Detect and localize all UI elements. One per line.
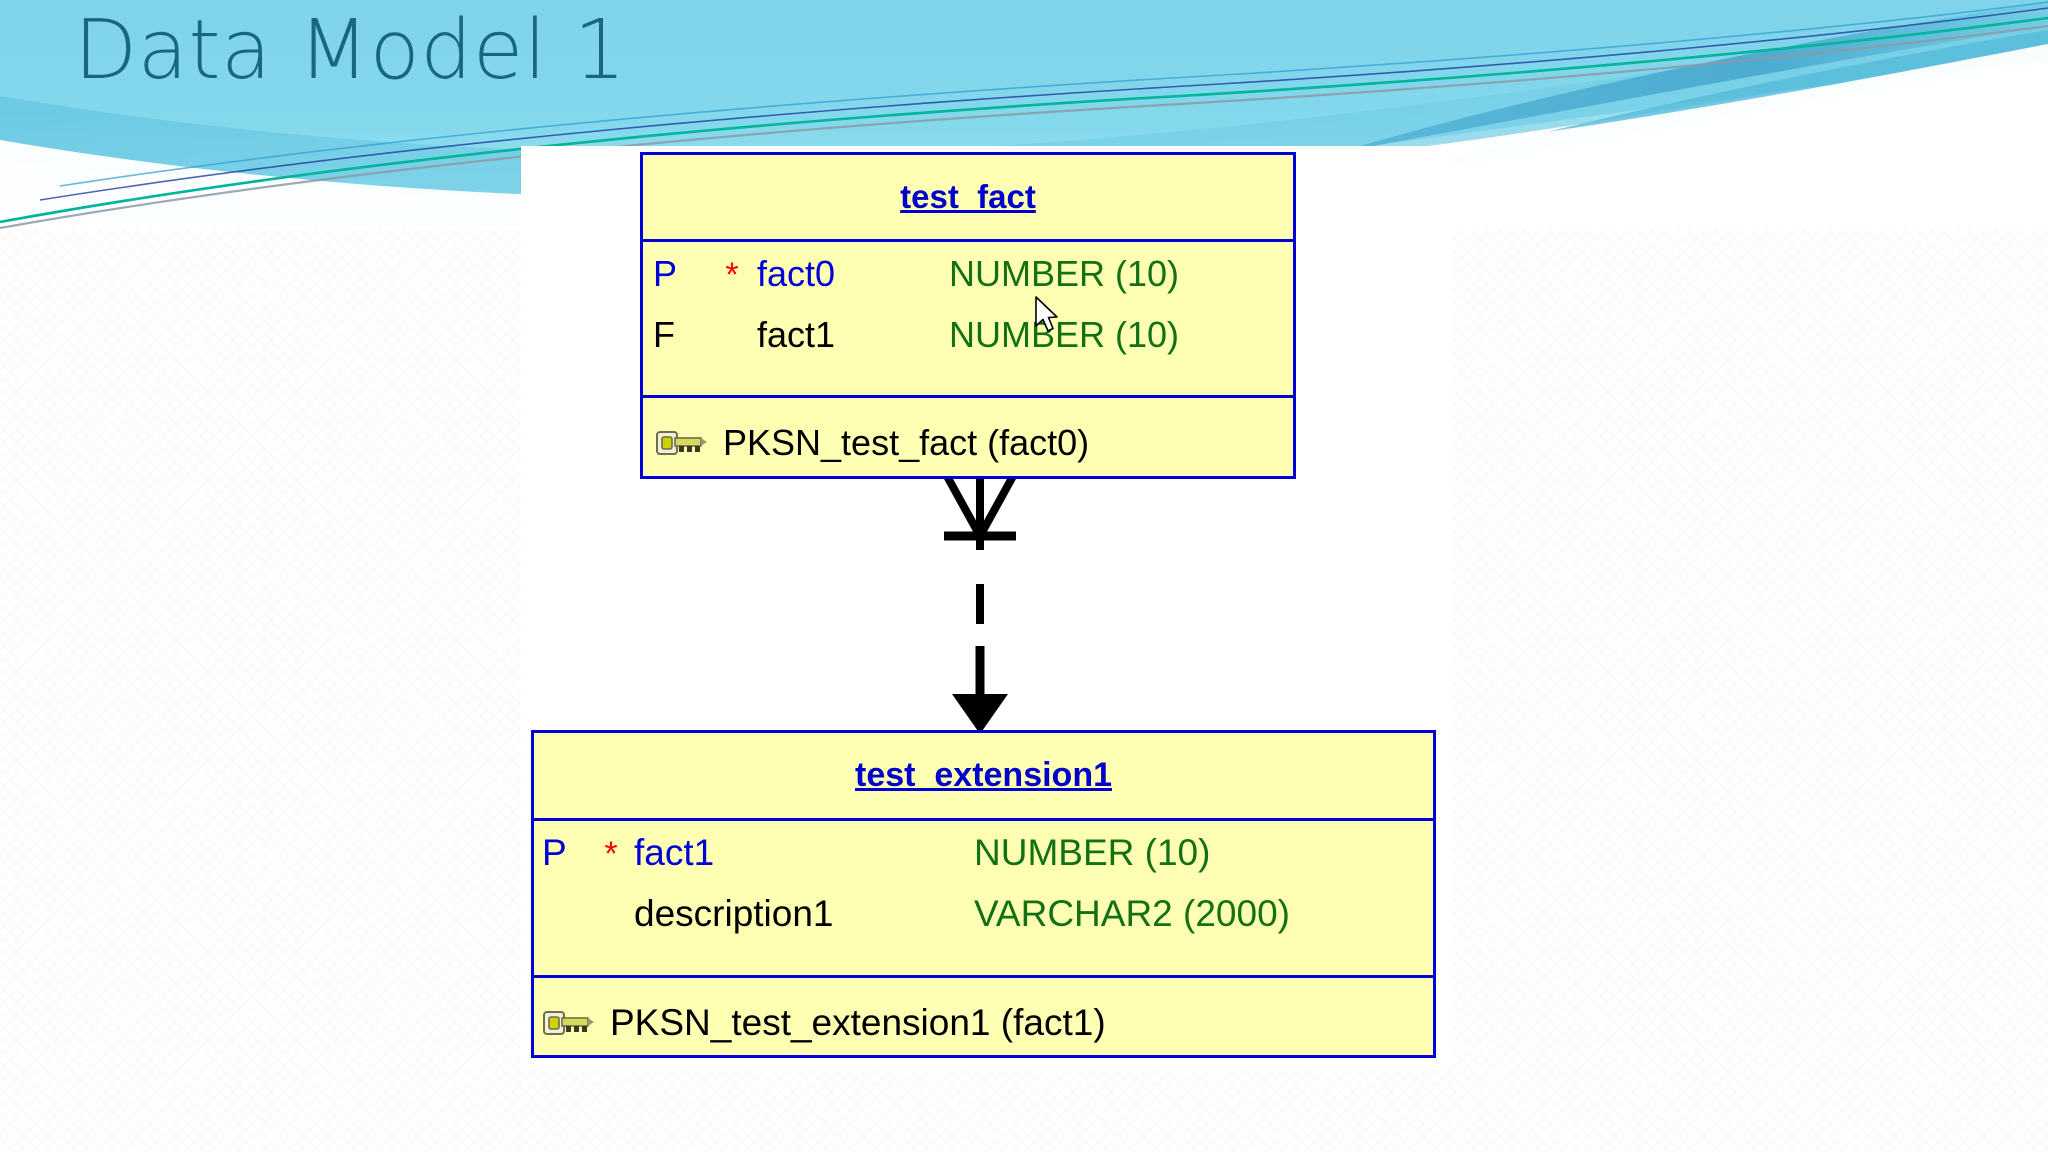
attribute-mandatory-marker: *: [604, 835, 618, 873]
attribute-key-flag: P: [542, 832, 567, 873]
entity-constraint-row[interactable]: PKSN_test_fact (fact0): [643, 398, 1293, 487]
entity-attribute-list: P * fact0 NUMBER (10) F fact1 NUMBER (10…: [643, 242, 1293, 395]
entity-title-test-fact: test_fact: [900, 178, 1036, 215]
page-title: Data Model 1: [74, 3, 627, 98]
attribute-key-flag: P: [653, 253, 678, 294]
key-icon: [542, 1006, 596, 1040]
entity-box-test-extension1[interactable]: test_extension1 P * fact1 NUMBER (10) de…: [531, 730, 1436, 1058]
key-icon: [655, 426, 709, 460]
entity-constraint-row[interactable]: PKSN_test_extension1 (fact1): [534, 978, 1433, 1067]
attribute-name: fact1: [634, 832, 715, 873]
entity-attribute-list: P * fact1 NUMBER (10) description1 VARCH…: [534, 821, 1433, 975]
entity-title-test-extension1: test_extension1: [855, 756, 1112, 794]
attribute-name: fact1: [757, 314, 836, 355]
attribute-datatype: NUMBER (10): [949, 253, 1180, 294]
attribute-datatype: NUMBER (10): [974, 832, 1211, 873]
attribute-datatype: NUMBER (10): [949, 314, 1180, 355]
attribute-row[interactable]: P * fact0 NUMBER (10): [643, 244, 1293, 305]
attribute-mandatory-marker: *: [725, 256, 739, 294]
attribute-datatype: VARCHAR2 (2000): [974, 893, 1290, 934]
attribute-row[interactable]: P * fact1 NUMBER (10): [534, 823, 1433, 884]
relationship-connector[interactable]: [900, 474, 1060, 736]
attribute-name: description1: [634, 893, 834, 934]
entity-box-test-fact[interactable]: test_fact P * fact0 NUMBER (10) F fact1 …: [640, 152, 1296, 479]
attribute-name: fact0: [757, 253, 836, 294]
constraint-label: PKSN_test_extension1 (fact1): [610, 1001, 1106, 1043]
attribute-row[interactable]: description1 VARCHAR2 (2000): [534, 884, 1433, 943]
constraint-label: PKSN_test_fact (fact0): [723, 421, 1090, 463]
attribute-key-flag: F: [653, 314, 675, 355]
attribute-row[interactable]: F fact1 NUMBER (10): [643, 305, 1293, 364]
